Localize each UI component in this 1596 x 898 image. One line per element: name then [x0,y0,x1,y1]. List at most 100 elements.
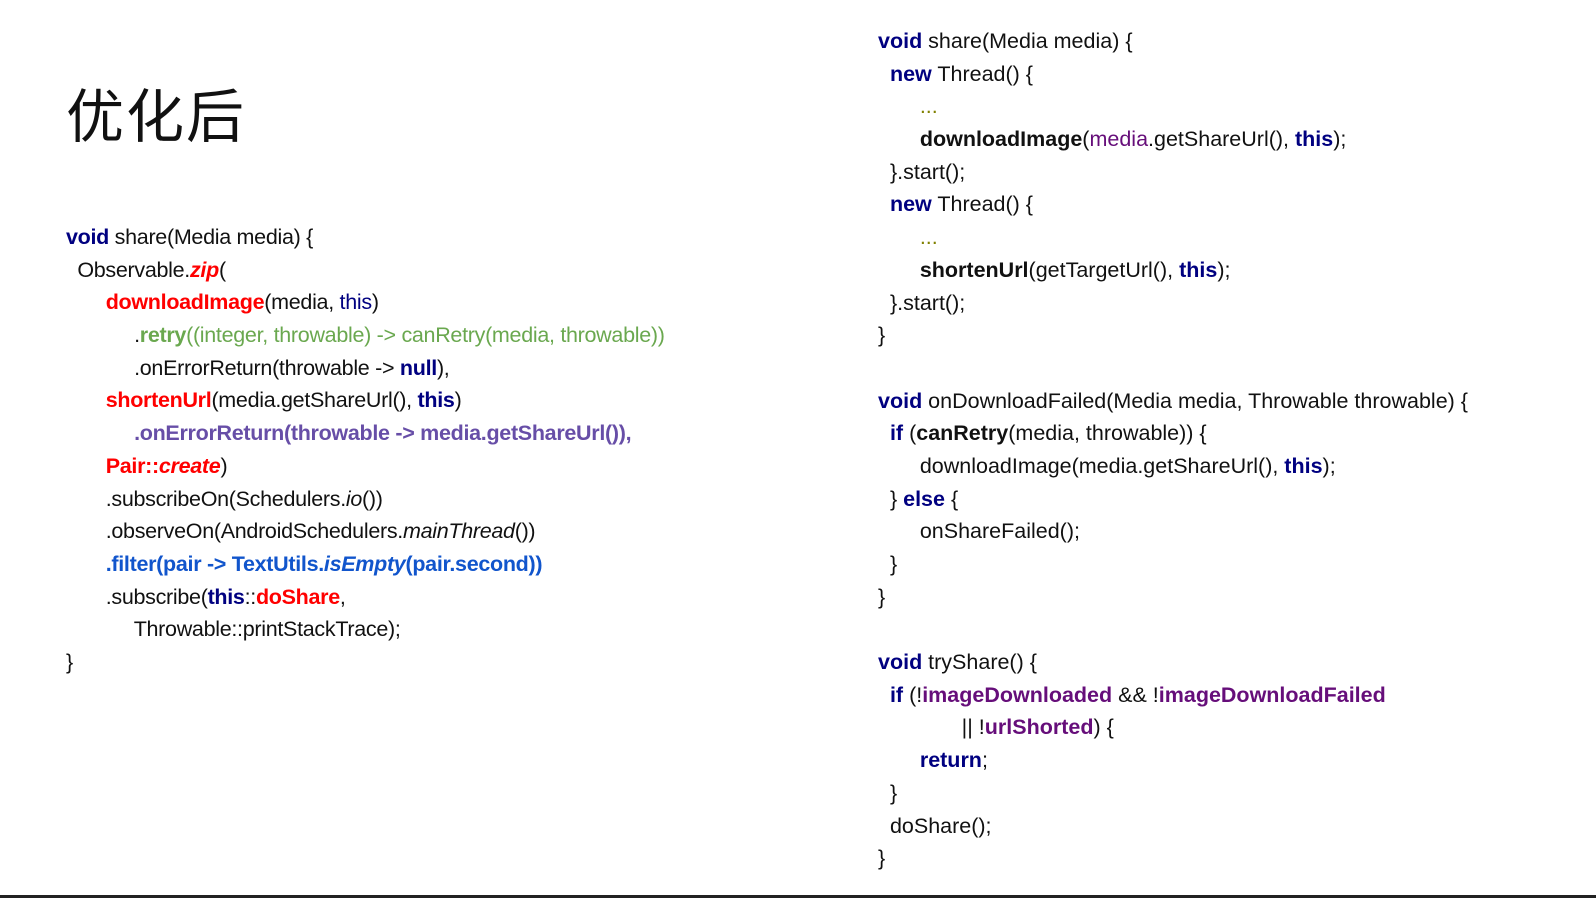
code-token: && ! [1112,682,1159,707]
code-token: ()) [362,486,383,511]
code-token: (media, [264,290,340,315]
code-token: ( [1082,127,1090,152]
code-token: downloadImage [105,290,265,315]
code-token [66,388,106,412]
code-token: } [878,780,898,805]
code-line: new Thread() { [878,188,1468,221]
code-token: .onErrorReturn(throwable -> [66,355,400,380]
code-token: ()) [514,519,536,544]
code-token: Throwable::printStackTrace); [66,617,401,642]
code-line: return; [878,744,1468,777]
code-token: return [919,748,982,773]
code-token: (pair.second)) [405,551,543,576]
code-token: canRetry [916,421,1009,446]
code-token: ), [436,355,450,380]
code-token: ... [919,225,938,250]
code-line: } [878,548,1468,581]
code-line: new Thread() { [878,58,1468,91]
code-token: ; [981,748,988,773]
code-token: create [158,453,221,478]
code-token: Pair:: [105,453,159,478]
code-line: .observeOn(AndroidSchedulers.mainThread(… [66,515,665,548]
code-token: shortenUrl [919,257,1029,282]
code-token: new [889,192,932,217]
code-token: ); [1322,453,1336,478]
code-token: imageDownloadFailed [1158,682,1386,707]
code-line: if (!imageDownloaded && !imageDownloadFa… [878,679,1468,712]
code-token: .observeOn(AndroidSchedulers. [66,519,404,544]
code-line: ... [878,221,1468,254]
code-token: ( [903,421,917,446]
code-token: this [339,290,373,315]
code-token: } [878,584,886,609]
code-token [878,94,920,118]
code-token: onShareFailed(); [878,519,1080,544]
code-token: ... [919,94,938,119]
code-token: share(Media media) { [922,29,1133,53]
code-line: } [66,646,665,679]
code-token: .filter(pair -> TextUtils. [105,551,325,576]
code-token: imageDownloaded [922,682,1113,707]
code-token: ); [1217,257,1231,282]
code-line: Observable.zip( [66,254,665,287]
code-token: void [878,29,923,53]
code-line: downloadImage(media, this) [66,286,665,319]
code-line: downloadImage(media.getShareUrl(), this)… [878,123,1468,156]
code-token: if [889,421,904,446]
code-line: .retry((integer, throwable) -> canRetry(… [66,319,665,352]
code-token: } [878,552,898,576]
code-line: .subscribe(this::doShare, [66,581,665,614]
code-token: io [345,486,363,511]
code-token: void [878,388,923,413]
code-token [878,62,890,86]
code-line: .onErrorReturn(throwable -> media.getSha… [66,417,665,450]
code-token: } [878,323,886,348]
code-token: this [1179,257,1218,282]
code-line: doShare(); [878,810,1468,843]
code-token [66,290,106,314]
code-line: ... [878,90,1468,123]
code-token: } [66,649,73,674]
code-token: } [878,846,886,871]
code-token [878,421,890,445]
code-token: ) { [1093,715,1114,740]
code-token [878,258,920,282]
code-line: }.start(); [878,287,1468,320]
code-token: isEmpty [323,551,406,576]
code-token: retry [139,323,187,348]
code-token: (media, throwable)) { [1008,421,1207,446]
code-token: this [207,584,245,609]
code-token: , [339,584,346,609]
code-token: share(Media media) { [109,225,314,249]
code-token: || ! [878,715,985,740]
slide-title: 优化后 [66,83,247,151]
code-token: downloadImage [919,127,1083,152]
bottom-divider [0,895,1596,898]
code-token: else [903,486,945,511]
code-line: .onErrorReturn(throwable -> null), [66,352,665,385]
code-token: Observable. [66,257,190,282]
code-token [878,192,890,216]
code-token: doShare(); [878,813,992,838]
code-token: mainThread [402,519,515,544]
code-line: || !urlShorted) { [878,711,1468,744]
code-token [66,552,106,576]
code-token: doShare [255,584,340,609]
code-token: .getShareUrl(), [1148,127,1295,152]
code-token: ) [220,453,228,478]
code-token [878,683,890,707]
code-token: zip [189,257,219,282]
code-token: Thread() { [931,192,1033,217]
code-line: shortenUrl(getTargetUrl(), this); [878,254,1468,287]
code-token: }.start(); [878,159,966,184]
code-token: ) [454,388,462,413]
code-token: (getTargetUrl(), [1028,257,1180,282]
code-line: void onDownloadFailed(Media media, Throw… [878,385,1468,418]
code-line: void share(Media media) { [66,221,665,254]
code-line: Pair::create) [66,450,665,483]
code-token: new [889,61,932,86]
code-block-rxjava: void share(Media media) { Observable.zip… [66,221,665,679]
code-token: urlShorted [984,715,1094,740]
code-line: if (canRetry(media, throwable)) { [878,417,1468,450]
code-token: .subscribe( [66,584,208,609]
